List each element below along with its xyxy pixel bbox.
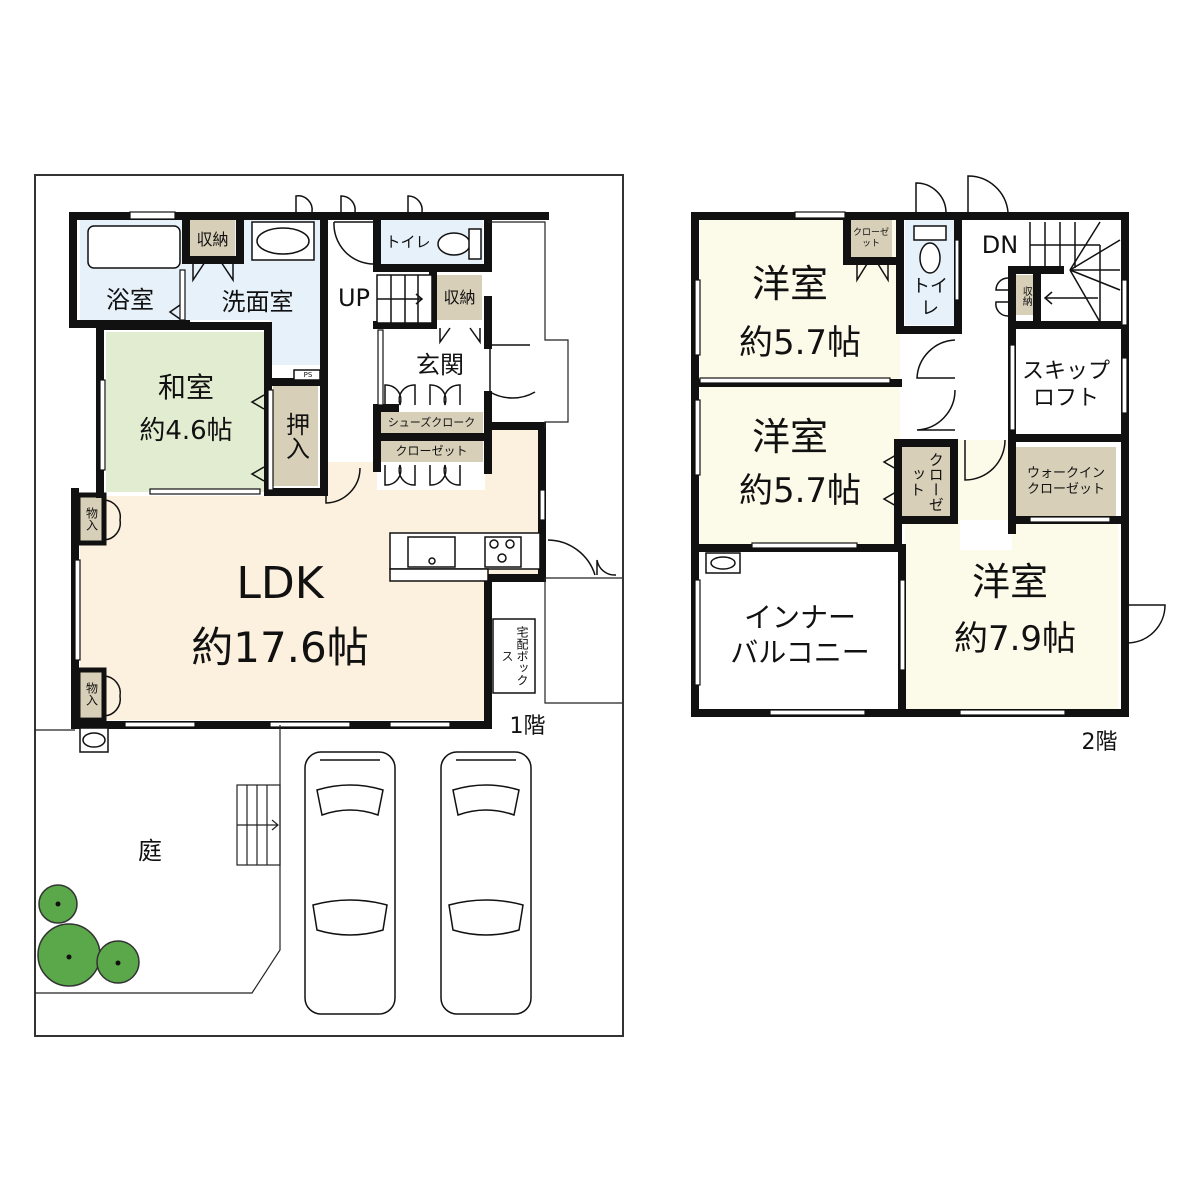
room-entrance: 玄関 (416, 351, 464, 379)
room-washroom: 洗面室 (221, 288, 294, 316)
room-bath-storage: 収納 (196, 230, 229, 249)
room-bath: 浴室 (106, 286, 154, 314)
toilet-2f: トイレ (912, 275, 948, 320)
delivery-box: 宅配ボックス (500, 626, 529, 686)
garden-label: 庭 (138, 837, 162, 865)
stairs-down-label: DN (981, 231, 1019, 259)
room2-closet: クローゼット (908, 452, 945, 512)
walk-in-closet: ウォークイン クローゼット (1026, 465, 1105, 497)
inner-balcony: インナー バルコニー (730, 601, 870, 669)
skip-loft: スキップ ロフト (1021, 358, 1110, 412)
room1-closet: クローゼット (852, 227, 889, 249)
room2-name: 洋室 (751, 415, 828, 460)
room1-size: 約5.7帖 (738, 322, 862, 363)
room-oshiire: 押入 (281, 412, 310, 460)
storage-2f: 収納 (1020, 286, 1032, 306)
room3-name: 洋室 (971, 560, 1048, 605)
floor1-label: 1階 (509, 714, 546, 740)
site-boundary (34, 174, 624, 1037)
floor2-label: 2階 (1081, 730, 1118, 756)
room-monoire-1: 物入 (84, 507, 99, 531)
room-monoire-2: 物入 (84, 682, 99, 706)
pipe-space-label: PS (303, 370, 313, 379)
cars (304, 751, 532, 1015)
room3-size: 約7.9帖 (953, 618, 1077, 659)
trees (37, 884, 140, 987)
room-toilet-1f: トイレ (385, 232, 431, 251)
room-closet-1f: クローゼット (395, 443, 468, 458)
room-ldk-name: LDK (236, 557, 324, 609)
room-washitsu-size: 約4.6帖 (139, 415, 233, 446)
room-ldk-size: 約17.6帖 (191, 622, 369, 672)
room-shoes-cloak: シューズクローク (387, 416, 476, 430)
stairs-up-label: UP (337, 284, 371, 312)
room-hall-storage: 収納 (443, 288, 476, 307)
room1-name: 洋室 (751, 262, 828, 307)
room-washitsu-name: 和室 (157, 370, 214, 404)
room2-size: 約5.7帖 (738, 470, 862, 511)
